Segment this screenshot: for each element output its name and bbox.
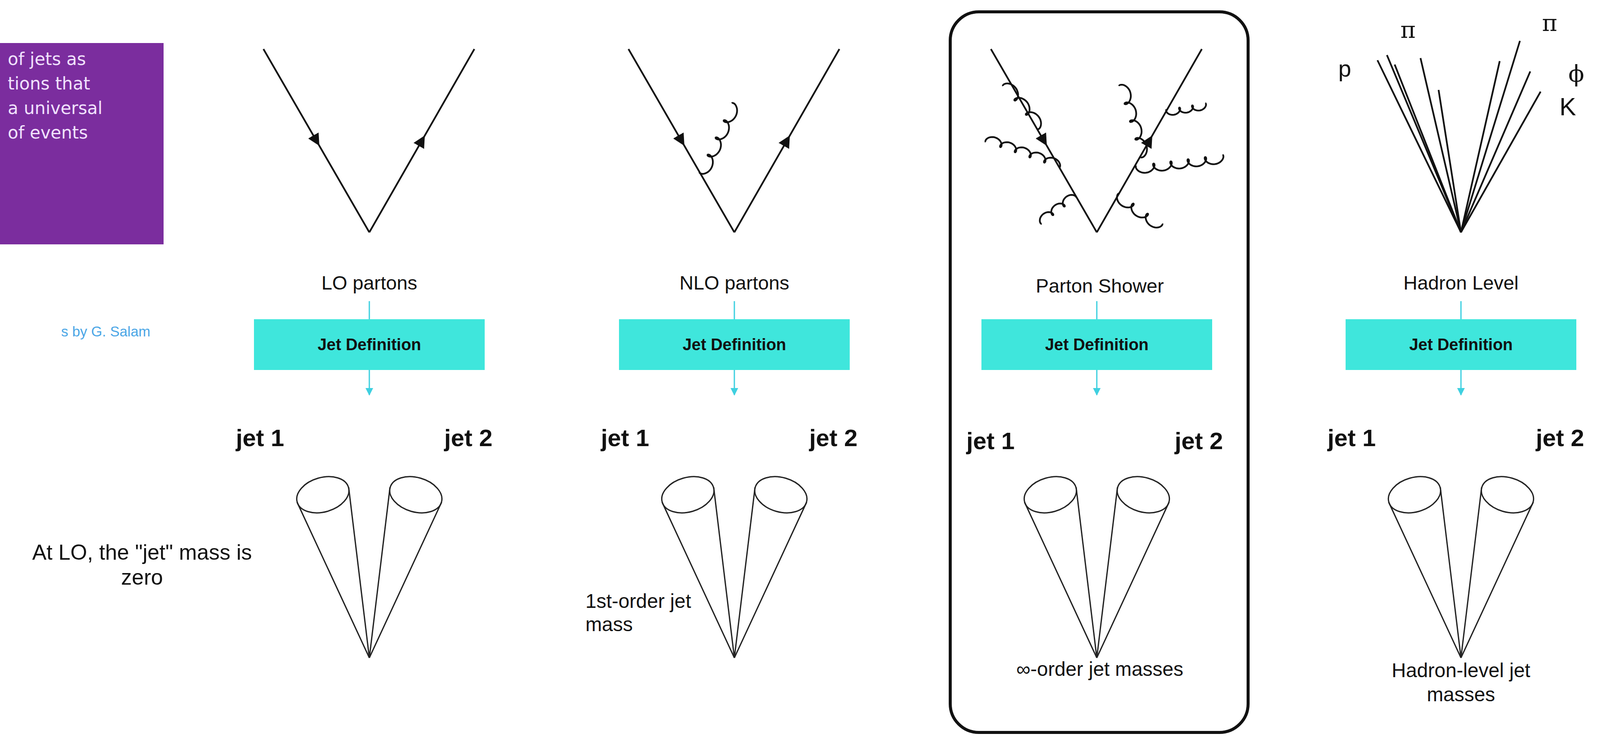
gluon-line	[985, 137, 1061, 169]
particle-label: ϕ	[1568, 60, 1585, 88]
stage-label: Hadron Level	[1403, 272, 1519, 295]
jet-label: jet 1	[235, 423, 285, 452]
jet-definition-band: Jet Definition	[253, 319, 485, 371]
jet-label: jet 2	[444, 423, 493, 452]
gluon-line	[1117, 193, 1163, 228]
gluon-line	[1119, 84, 1148, 158]
hadron-tracks	[1377, 40, 1541, 233]
jet-definition-band: Jet Definition	[1345, 319, 1577, 371]
band-text: Jet Definition	[317, 335, 422, 355]
note-text: of events	[7, 122, 88, 143]
caption-text: ∞-order jet masses	[979, 657, 1221, 681]
highlight-box: Parton Shower jet 1 jet 2 ∞-order jet masse…	[948, 10, 1250, 735]
jet-label: jet 1	[966, 427, 1015, 455]
jet-label: jet 1	[600, 423, 650, 452]
gluon-line	[699, 102, 737, 174]
particle-label: π	[1541, 9, 1558, 37]
gluon-line	[1166, 103, 1207, 115]
stage-label: LO partons	[321, 272, 418, 295]
jet-label: jet 2	[809, 423, 858, 452]
stage-label: NLO partons	[679, 272, 790, 295]
band-text: Jet Definition	[1045, 335, 1149, 355]
jet-label: jet 2	[1535, 423, 1585, 452]
note-text: of jets as	[7, 49, 87, 69]
note-text: a universal	[7, 98, 103, 118]
stage-label: Parton Shower	[1035, 275, 1164, 298]
caption-text: At LO, the "jet" mass is zero	[25, 540, 259, 591]
particle-label: p	[1338, 55, 1352, 82]
particle-label: π	[1400, 16, 1416, 44]
jet-definition-band: Jet Definition	[618, 319, 850, 371]
band-text: Jet Definition	[682, 335, 787, 355]
caption-text: Hadron-level jet masses	[1366, 658, 1556, 707]
credit-text: s by G. Salam	[61, 323, 151, 341]
gluon-line	[1002, 83, 1042, 130]
jet-label: jet 1	[1327, 423, 1376, 452]
jet-label: jet 2	[1174, 427, 1223, 455]
caption-text: 1st-order jet mass	[585, 589, 706, 637]
band-text: Jet Definition	[1409, 335, 1514, 355]
note-text: tions that	[7, 73, 90, 94]
gluon-line	[1039, 194, 1077, 224]
particle-label: K	[1559, 92, 1577, 121]
gluon-line	[1135, 154, 1224, 174]
jet-definition-band: Jet Definition	[981, 319, 1213, 371]
note-box: of jets as tions that a universal of events	[0, 43, 164, 245]
